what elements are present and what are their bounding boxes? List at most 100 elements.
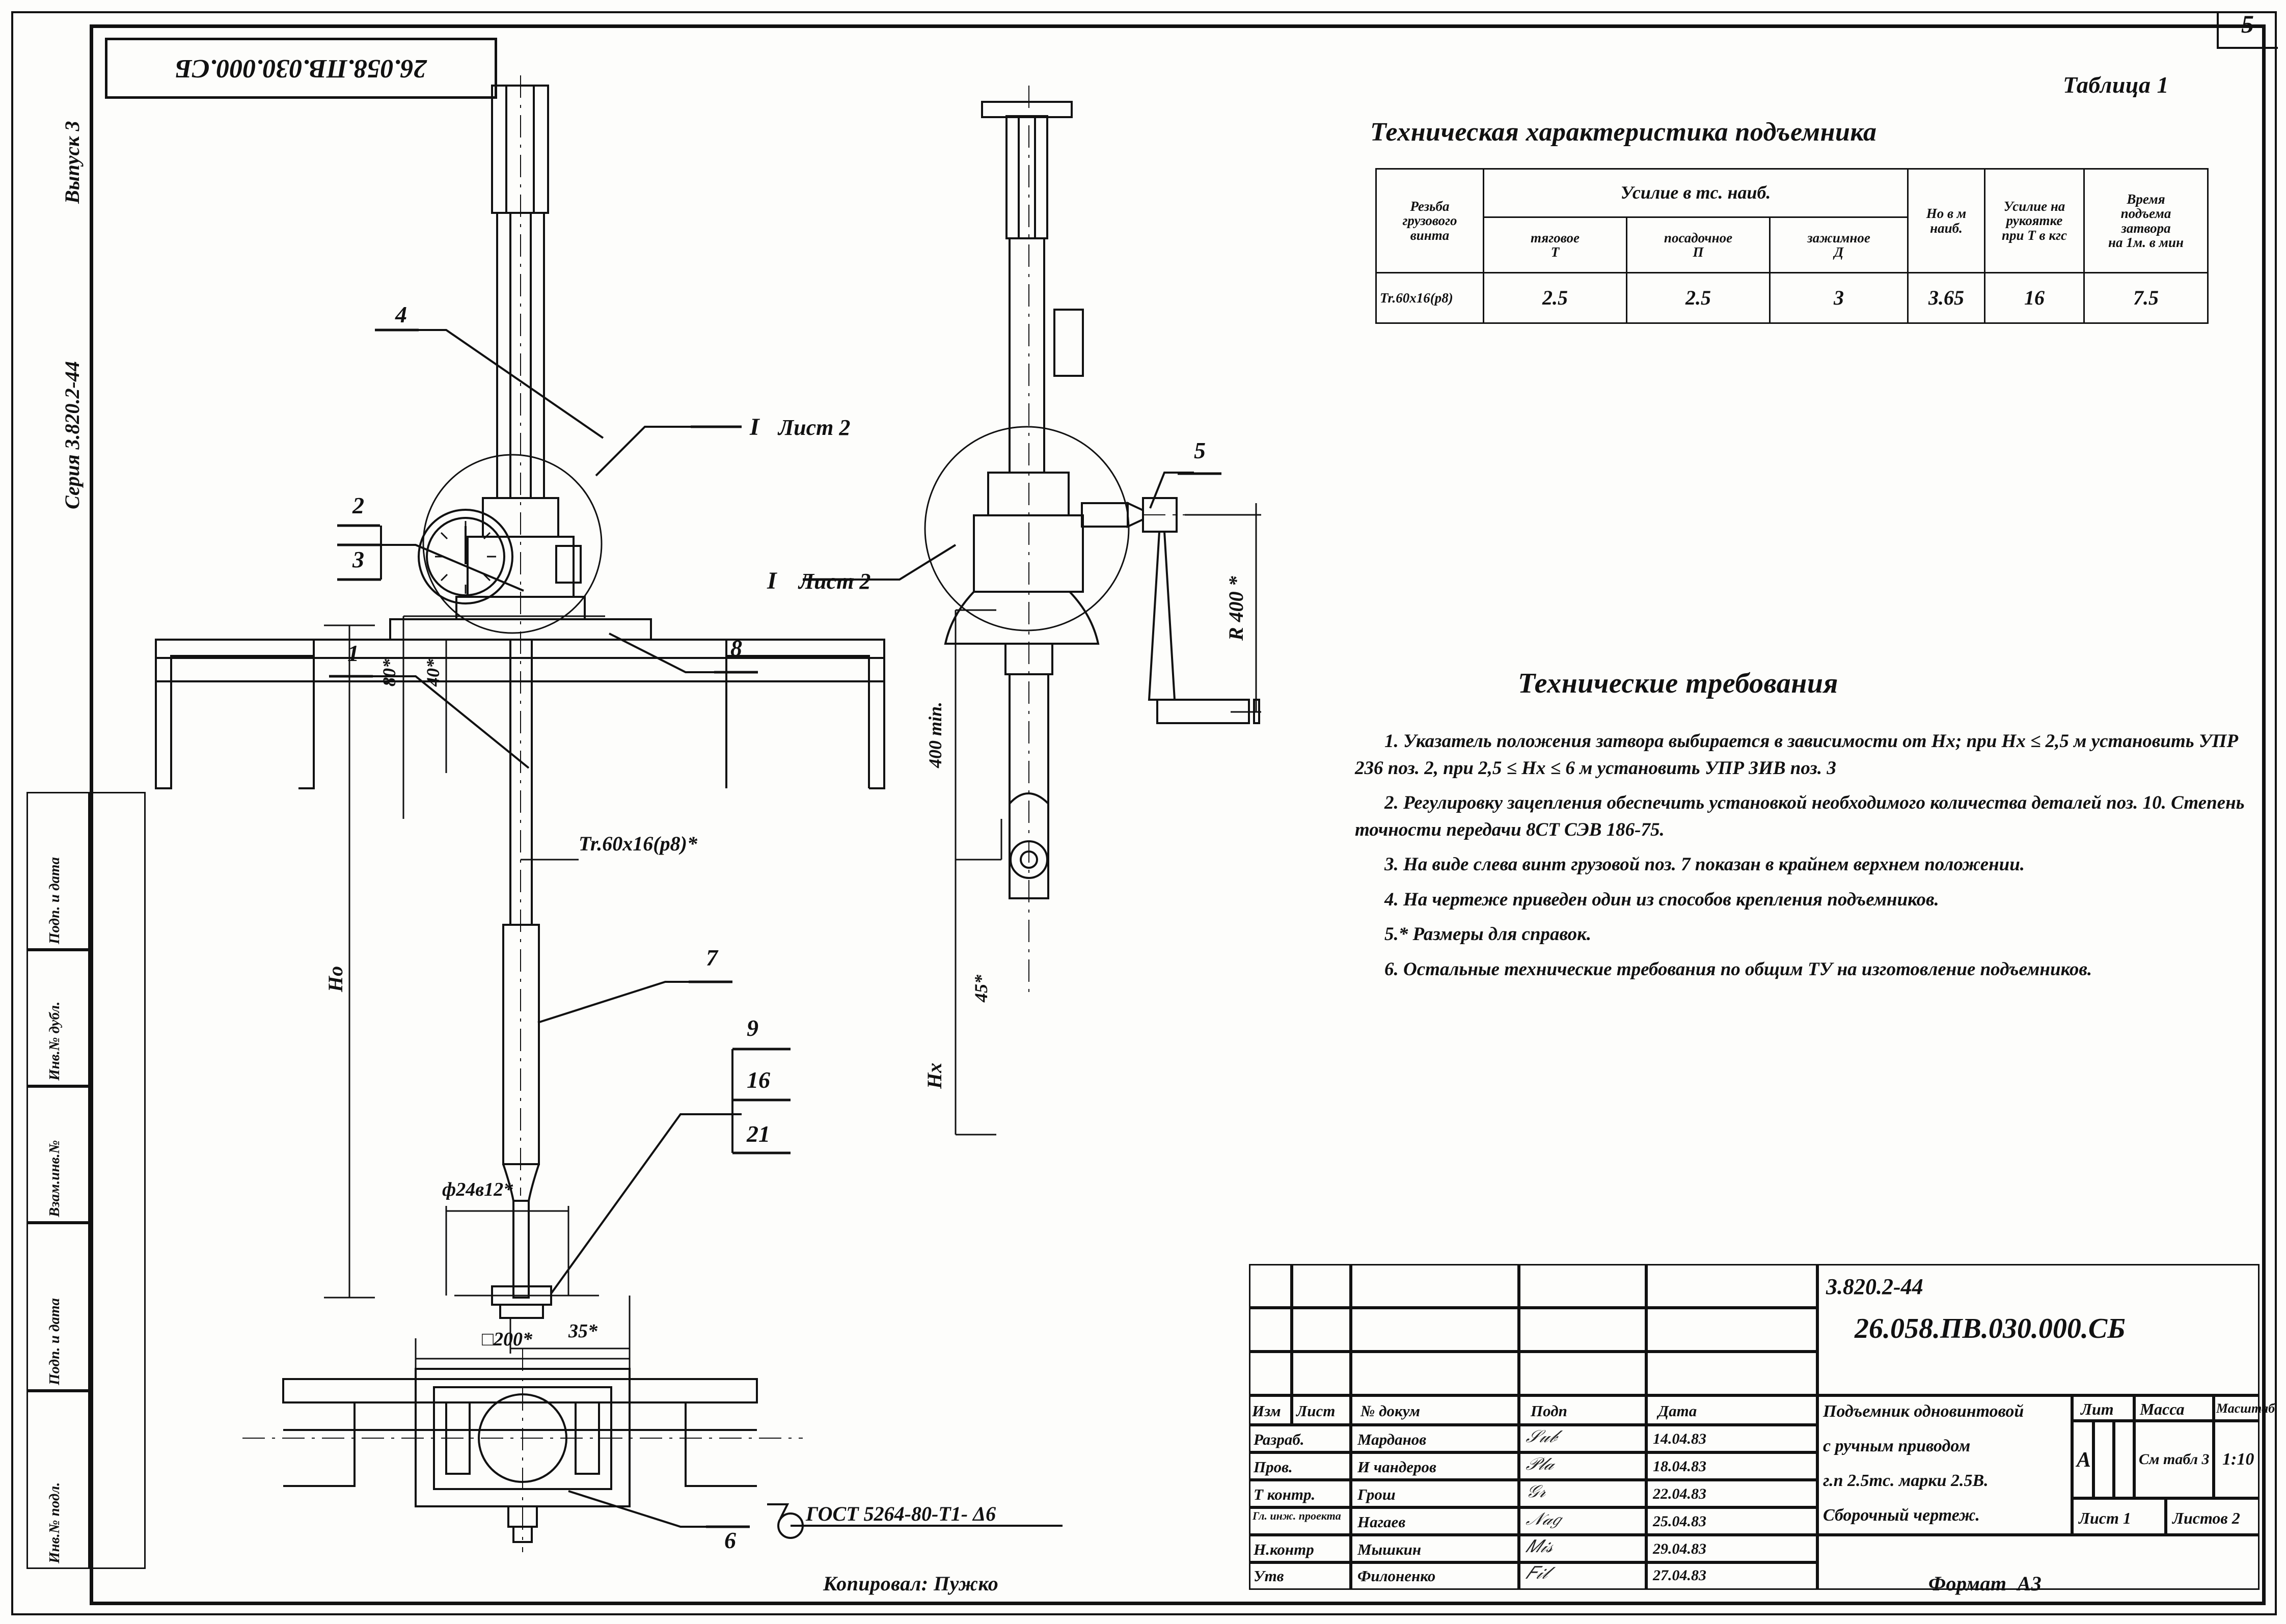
- sig-name-label-5: Филоненко: [1357, 1567, 1436, 1585]
- t1-col7-l3: затвора: [2121, 220, 2171, 236]
- rev-row-3: [1249, 1352, 1817, 1395]
- balloon-16: 16: [747, 1067, 770, 1093]
- dim-Ho: Ho: [324, 966, 347, 993]
- margin-cell-3: Подп. и дата: [26, 1223, 90, 1391]
- sheet-label: Лист 1: [2079, 1509, 2131, 1527]
- balloon-2: 2: [352, 492, 364, 518]
- balloon-21: 21: [746, 1121, 770, 1147]
- t1-cell-6: 7.5: [2083, 272, 2209, 324]
- sig-date-label-2: 22.04.83: [1653, 1485, 1706, 1502]
- sig-name-label-1: И чандеров: [1357, 1458, 1436, 1476]
- signature-4: 𝑀𝒾𝓈: [1524, 1537, 1556, 1556]
- lit-cell-2: [2093, 1421, 2114, 1498]
- table1-title: Техническая характеристика подъемника: [1370, 118, 1877, 147]
- signature-2: 𝒢𝓇: [1524, 1482, 1549, 1501]
- t1-col1-l3: винта: [1410, 227, 1450, 243]
- sig-name-label-3: Нагаев: [1357, 1513, 1406, 1531]
- sig-date-label-4: 29.04.83: [1653, 1540, 1706, 1557]
- table1: Резьба грузового винта Усилие в тс. наиб…: [1375, 168, 2209, 324]
- balloon-3: 3: [352, 546, 364, 572]
- corner-rule: [2217, 47, 2278, 49]
- margin-label-3: Подп. и дата: [46, 1298, 63, 1385]
- t1-col4-l1: зажимное: [1807, 230, 1870, 245]
- signature-0: 𝒮𝓊𝒷: [1524, 1427, 1560, 1446]
- sig-role-label-3: Гл. инж. проекта: [1253, 1509, 1341, 1522]
- title-block: Изм Лист № докум Подп Дата Разраб. Марда…: [1249, 1264, 2275, 1590]
- organisation-cell: [1817, 1535, 2260, 1590]
- rev-row-1: [1249, 1264, 1817, 1308]
- t1-col4-l2: Д: [1834, 244, 1844, 260]
- sig-podp-1: 𝒫𝓁𝒶: [1519, 1452, 1646, 1480]
- section-letter-left: I: [767, 567, 778, 594]
- tech-requirements-list: 1. Указатель положения затвора выбираетс…: [1355, 728, 2251, 991]
- margin-label-4: Инв.№ подл.: [46, 1482, 63, 1563]
- margin-cell-1: Инв.№ дубл.: [26, 950, 90, 1086]
- sig-date-1: 18.04.83: [1646, 1452, 1817, 1480]
- sig-podp-5: 𝐹𝒾𝓁: [1519, 1562, 1646, 1590]
- drawing-number-box: 26.058.ПВ.030.000.СБ: [105, 38, 497, 99]
- balloon-8: 8: [730, 635, 742, 661]
- t1-cell-4: 3.65: [1907, 272, 1985, 324]
- balloon-9: 9: [747, 1015, 758, 1041]
- tech-req-item-6: 6. Остальные технические требования по о…: [1384, 958, 2092, 980]
- t1-col3-l2: П: [1693, 244, 1704, 260]
- hdr-izm: Изм: [1249, 1395, 1292, 1425]
- balloon-1: 1: [347, 640, 359, 666]
- sig-date-5: 27.04.83: [1646, 1562, 1817, 1590]
- drawing-views: 4 2 3 1 8 7 9 16 21 6 5: [155, 75, 1261, 1553]
- section-note-left: Лист 2: [798, 569, 870, 594]
- section-letter-front: I: [749, 414, 760, 441]
- sig-podp-2: 𝒢𝓇: [1519, 1480, 1646, 1507]
- balloon-4: 4: [395, 301, 407, 327]
- margin-cell-2: Взам.инв.№: [26, 1086, 90, 1223]
- hdr-masshtab: Масштаб: [2214, 1395, 2275, 1421]
- t1-col2-l2: Т: [1550, 244, 1560, 260]
- series-label: Серия 3.820.2-44: [61, 361, 84, 509]
- designation-cell: 3.820.2-44 26.058.ПВ.030.000.СБ: [1817, 1264, 2260, 1395]
- tech-req-item-4: 4. На чертеже приведен один из способов …: [1384, 889, 1939, 910]
- copied-by: Копировал: Пужко: [823, 1572, 999, 1595]
- rev-row-2: [1249, 1308, 1817, 1352]
- footer-strip: Копировал: Пужко Формат А3: [90, 1570, 2258, 1598]
- issue-label: Выпуск 3: [61, 121, 84, 204]
- sig-date-3: 25.04.83: [1646, 1507, 1817, 1535]
- t1-cell-2: 2.5: [1626, 272, 1771, 324]
- corner-page-number: 5: [2241, 10, 2254, 38]
- t1-cell-0: Tr.60х16(р8): [1375, 272, 1484, 324]
- dim-200: □200*: [482, 1329, 533, 1350]
- sig-name-1: И чандеров: [1351, 1452, 1519, 1480]
- sig-role-1: Пров.: [1249, 1452, 1351, 1480]
- t1-col1-l1: Резьба: [1410, 199, 1450, 214]
- hdr-ndocum-label: № докум: [1360, 1402, 1420, 1420]
- margin-label-0: Подп. и дата: [46, 857, 63, 944]
- sig-role-3: Гл. инж. проекта: [1249, 1507, 1351, 1535]
- sig-date-label-1: 18.04.83: [1653, 1458, 1706, 1475]
- t1-col6-l2: рукоятке: [2006, 213, 2063, 229]
- sig-date-0: 14.04.83: [1646, 1425, 1817, 1452]
- sig-name-2: Грош: [1351, 1480, 1519, 1507]
- hdr-massa-label: Масса: [2140, 1400, 2185, 1418]
- massa-value: См табл 3: [2139, 1451, 2210, 1468]
- sig-date-label-0: 14.04.83: [1653, 1430, 1706, 1447]
- dim-d24: ф24в12*: [442, 1179, 513, 1200]
- sig-name-label-0: Марданов: [1357, 1430, 1427, 1448]
- product-title-line-2: с ручным приводом: [1823, 1437, 1971, 1455]
- balloon-6: 6: [724, 1527, 736, 1553]
- sig-date-label-5: 27.04.83: [1653, 1567, 1706, 1584]
- tech-requirements-title: Технические требования: [1518, 668, 1838, 699]
- tech-req-item-3: 3. На виде слева винт грузовой поз. 7 по…: [1384, 854, 2025, 875]
- sig-role-label-4: Н.контр: [1254, 1540, 1314, 1558]
- sheet-format: Формат А3: [1928, 1572, 2042, 1595]
- lit-cell-1: А: [2072, 1421, 2093, 1498]
- balloon-5: 5: [1194, 437, 1206, 463]
- hdr-podp: Подп: [1519, 1395, 1646, 1425]
- t1-cell-3: 3: [1769, 272, 1909, 324]
- hdr-lit: Лит: [2072, 1395, 2134, 1421]
- hdr-lit-label: Лит: [2081, 1400, 2114, 1418]
- sheet-cell: Лист 1: [2072, 1498, 2166, 1535]
- masshtab-cell: 1:10: [2214, 1421, 2260, 1498]
- hdr-podp-label: Подп: [1531, 1402, 1567, 1420]
- sig-role-0: Разраб.: [1249, 1425, 1351, 1452]
- sig-role-label-0: Разраб.: [1254, 1430, 1304, 1448]
- sheets-label: Листов 2: [2172, 1509, 2240, 1527]
